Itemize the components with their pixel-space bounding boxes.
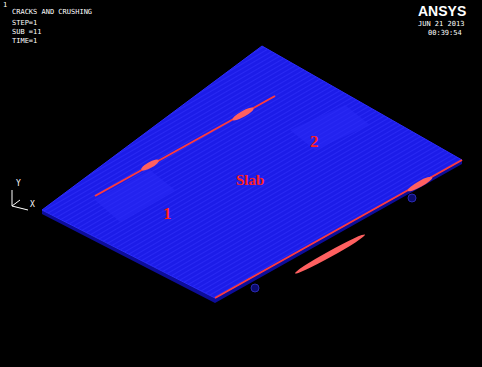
axis-label: Y (16, 180, 21, 188)
window-number: 1 (3, 2, 7, 9)
logo-text: ANSYS (418, 4, 466, 18)
time-stamp: 00:39:54 (428, 30, 462, 37)
part-name: Slab (236, 173, 264, 188)
slab-surface (42, 46, 462, 298)
callout-number: 1 (163, 205, 172, 222)
callout-number: 2 (310, 133, 319, 150)
crack-cluster (140, 106, 434, 276)
crack-line (95, 96, 462, 298)
time-info: TIME=1 (12, 38, 37, 45)
step-info: STEP=1 (12, 20, 37, 27)
axis-triad (12, 190, 28, 210)
date-stamp: JUN 21 2013 (418, 21, 464, 28)
crack-zone (290, 105, 370, 150)
crack-zone (95, 170, 175, 222)
substep-info: SUB =11 (12, 29, 42, 36)
axis-label: X (30, 201, 35, 209)
plot-title: CRACKS AND CRUSHING (12, 9, 92, 16)
